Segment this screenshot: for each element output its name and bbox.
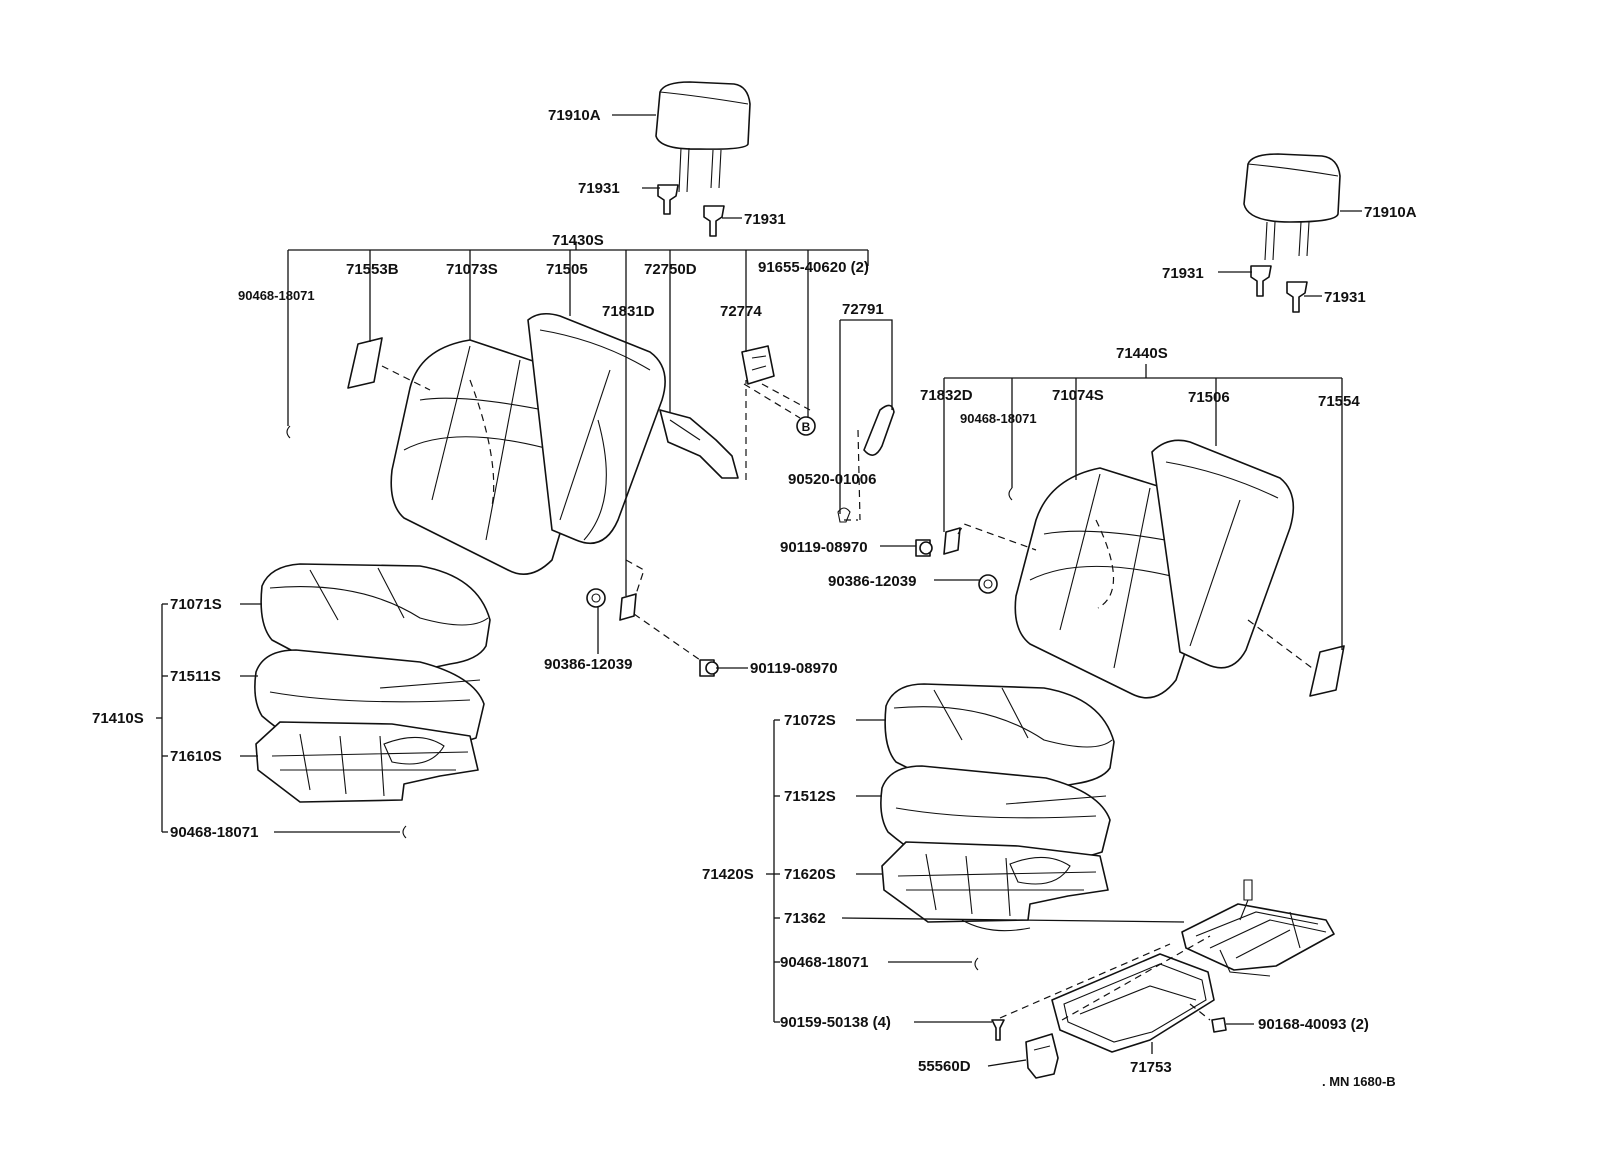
label-hog-ring-cushion-right: 90468-18071	[780, 954, 868, 971]
side-cover-71553b[interactable]	[347, 337, 383, 389]
label-pad-71506: 71506	[1188, 389, 1230, 406]
label-adjuster-71362: 71362	[784, 910, 826, 927]
label-hinge-71832d: 71832D	[920, 387, 973, 404]
label-headrest-right: 71910A	[1364, 204, 1417, 221]
label-screw-90119-right: 90119-08970	[780, 539, 868, 556]
marker-b: B	[796, 416, 816, 436]
label-belt-72750d: 72750D	[644, 261, 697, 278]
label-back-assy-right: 71440S	[1116, 345, 1168, 362]
label-hog-ring-back-right: 90468-18071	[960, 411, 1037, 426]
label-cushion-assy-left: 71410S	[92, 710, 144, 727]
seat-back-pad-right[interactable]	[1151, 439, 1295, 669]
marker-b-text: B	[802, 420, 811, 434]
cap-90386-left-icon	[586, 588, 606, 608]
label-cushion-assy-right: 71420S	[702, 866, 754, 883]
screw-90119-right-icon	[915, 539, 933, 557]
label-support-left-b: 71931	[744, 211, 786, 228]
cushion-frame-right[interactable]	[881, 841, 1109, 932]
headrest-support-icon	[657, 184, 1308, 313]
label-cushion-pad-71511s: 71511S	[170, 668, 221, 685]
cap-90386-right-icon	[978, 574, 998, 594]
label-part-72791: 72791	[842, 301, 884, 318]
label-part-72774: 72774	[720, 303, 762, 320]
hinge-71831d[interactable]	[619, 593, 637, 621]
part-72791[interactable]	[863, 404, 895, 456]
label-cushion-pad-71512s: 71512S	[784, 788, 836, 805]
latch-55560d[interactable]	[1025, 1033, 1059, 1079]
part-72774[interactable]	[741, 345, 775, 385]
headrest-right[interactable]	[1243, 153, 1341, 261]
label-screw-90119-left: 90119-08970	[750, 660, 838, 677]
label-latch-55560d: 55560D	[918, 1058, 971, 1075]
leader-lines	[156, 114, 1362, 1067]
tray-71753[interactable]	[1051, 953, 1215, 1053]
hinge-71832d[interactable]	[943, 527, 961, 555]
label-support-right-a: 71931	[1162, 265, 1204, 282]
seat-back-pad-left[interactable]	[527, 312, 666, 545]
screw-90159-icon	[991, 1019, 1005, 1041]
label-cover-71553b: 71553B	[346, 261, 399, 278]
label-drawing-number: . MN 1680-B	[1322, 1074, 1396, 1089]
label-back-assy-left: 71430S	[552, 232, 604, 249]
label-cushion-cover-71071s: 71071S	[170, 596, 222, 613]
label-hog-ring-back-left: 90468-18071	[238, 288, 315, 303]
label-hog-ring-cushion-left: 90468-18071	[170, 824, 258, 841]
label-cushion-cover-71072s: 71072S	[784, 712, 836, 729]
label-frame-71610s: 71610S	[170, 748, 222, 765]
label-support-left-a: 71931	[578, 180, 620, 197]
part-labels: 71910A 71931 71931 71910A 71931 71931 71…	[92, 107, 1417, 1089]
belt-72750d[interactable]	[659, 409, 739, 479]
cushion-frame-left[interactable]	[255, 721, 479, 803]
label-cover-71074s: 71074S	[1052, 387, 1104, 404]
side-cover-71554[interactable]	[1309, 645, 1345, 697]
label-hinge-71831d: 71831D	[602, 303, 655, 320]
label-pad-71505: 71505	[546, 261, 588, 278]
label-cover-71554: 71554	[1318, 393, 1360, 410]
label-screw-90159: 90159-50138 (4)	[780, 1014, 891, 1031]
label-cover-71073s: 71073S	[446, 261, 498, 278]
label-tray-71753: 71753	[1130, 1059, 1172, 1076]
label-cap-90386-right: 90386-12039	[828, 573, 916, 590]
label-screw-90168: 90168-40093 (2)	[1258, 1016, 1369, 1033]
screw-90119-left-icon	[699, 659, 719, 677]
seat-adjuster-71362[interactable]	[1181, 879, 1335, 977]
screw-90168-icon	[1211, 1017, 1227, 1033]
label-support-right-b: 71931	[1324, 289, 1366, 306]
headrest-left[interactable]	[655, 81, 751, 193]
label-frame-71620s: 71620S	[784, 866, 836, 883]
label-bolt-91655: 91655-40620 (2)	[758, 259, 869, 276]
label-headrest-left: 71910A	[548, 107, 601, 124]
label-pin-90520: 90520-01006	[788, 471, 876, 488]
label-cap-90386-left: 90386-12039	[544, 656, 632, 673]
hog-ring-icon	[286, 425, 1013, 971]
